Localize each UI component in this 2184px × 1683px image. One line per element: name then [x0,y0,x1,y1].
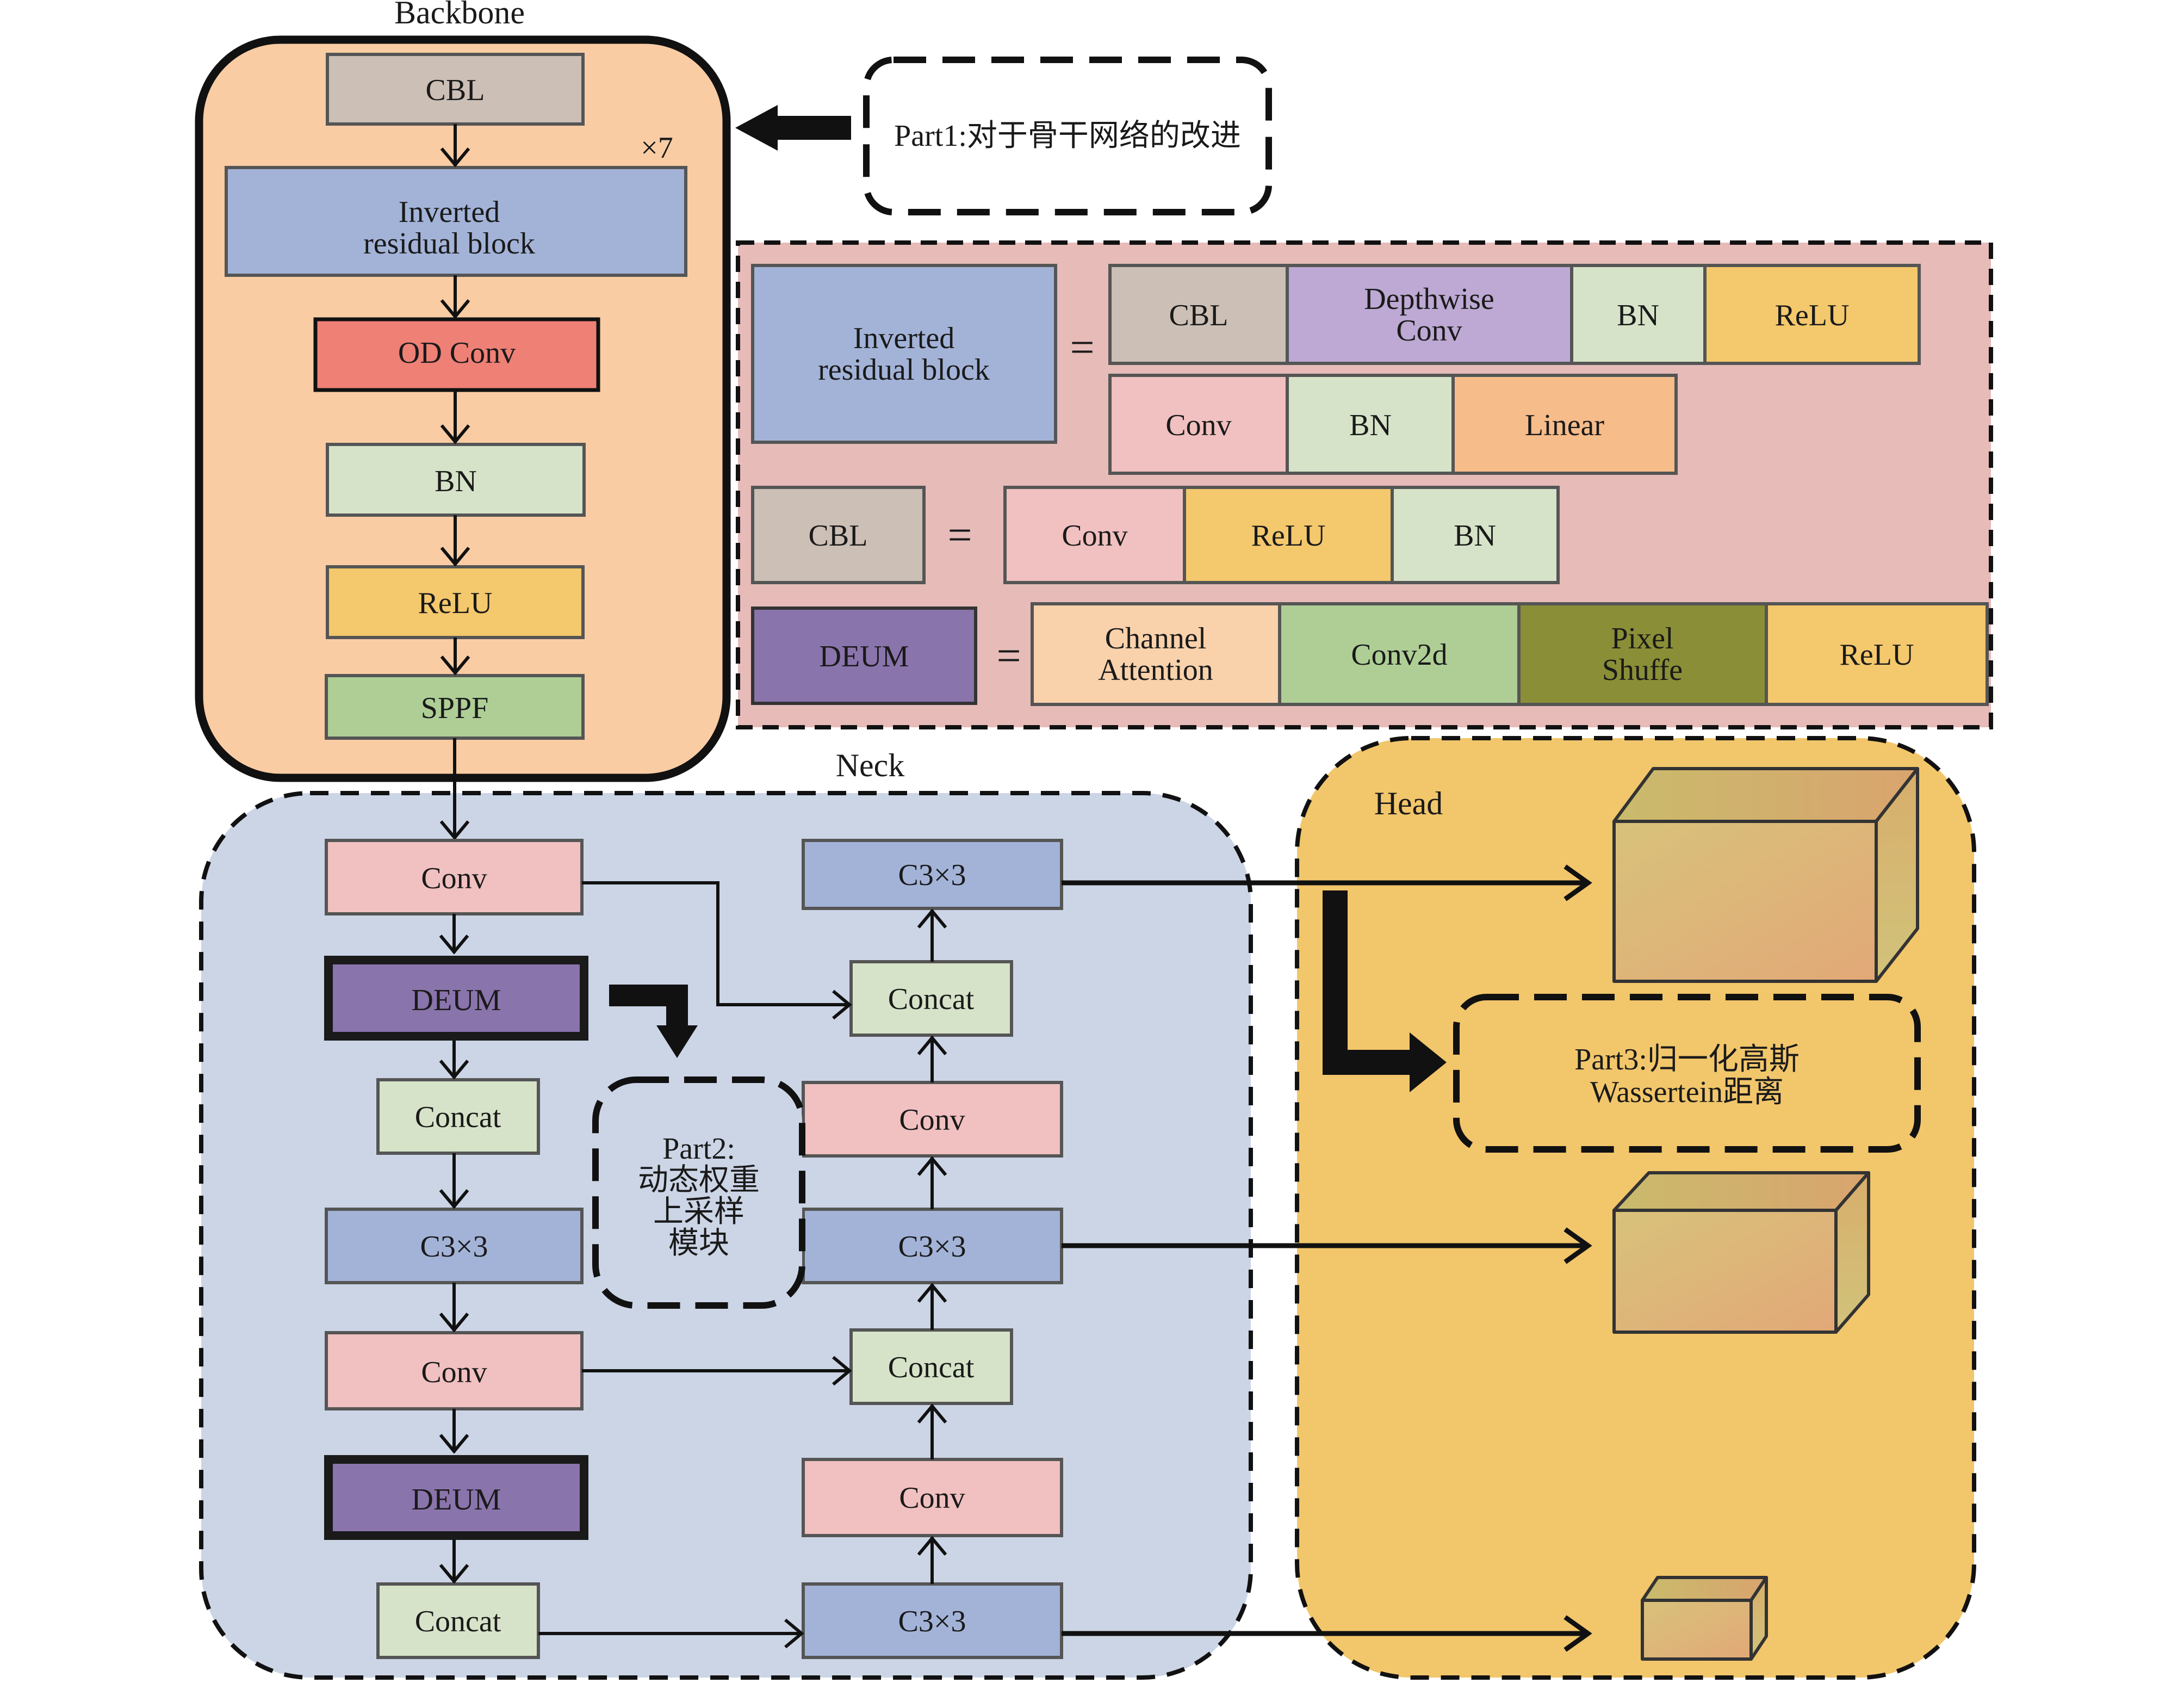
backbone-bn-block: BN [326,443,586,517]
head-cube-small [1641,1576,1768,1661]
backbone-relu-label: ReLU [418,586,493,620]
neck-left-concat-1-label: Concat [415,1100,501,1134]
neck-right-conv-top: Conv [802,1081,1063,1158]
legend-row1b: Conv BN Linear [1108,374,1678,475]
legend-row2-bn: BN [1454,519,1496,553]
legend-row1a-cbl: CBL [1169,299,1228,332]
legend-row1a-depthwise-1: Depthwise [1364,282,1494,316]
part2-label-4: 模块 [668,1227,729,1260]
backbone-cbl-block: CBL [326,53,585,126]
neck-left-deum-1-label: DEUM [412,983,501,1017]
legend-row2-conv: Conv [1062,519,1127,553]
backbone-title: Backbone [394,0,525,30]
backbone-od-conv-block: OD Conv [313,317,600,392]
legend-equals-3: = [996,632,1021,680]
backbone-sppf-label: SPPF [421,691,489,725]
neck-right-concat-mid: Concat [849,1328,1013,1405]
head-cube-medium [1612,1171,1870,1334]
neck-left-c3-1: C3×3 [325,1208,584,1284]
head-cube-large [1612,767,1919,983]
legend-row3-conv2d: Conv2d [1351,638,1447,672]
legend-row3-relu: ReLU [1840,638,1914,672]
legend-row3-ca-1: Channel [1105,622,1207,655]
neck-title: Neck [836,747,905,783]
legend-row3-ps-2: Shuffe [1602,653,1683,687]
legend-row1b-linear: Linear [1525,409,1604,442]
part1-callout-box [863,57,1272,215]
backbone-inverted-label-1: Inverted [399,195,500,229]
legend-row1a-depthwise-2: Conv [1396,314,1462,348]
part1-label: Part1:对于骨干网络的改进 [894,119,1241,153]
part3-label-1: Part3:归一化高斯 [1574,1043,1800,1076]
neck-left-deum-2-label: DEUM [412,1483,501,1517]
part3-callout-box [1453,994,1921,1153]
backbone-arrows [439,124,470,840]
legend-cbl-block: CBL [751,486,926,584]
legend-cbl-label: CBL [809,519,868,553]
legend-deum-block: DEUM [751,607,977,705]
neck-left-concat-2: Concat [376,1582,540,1659]
neck-left-concat-1: Concat [376,1078,540,1155]
legend-row1b-bn: BN [1349,409,1392,442]
neck-right-c3-bot: C3×3 [802,1582,1063,1659]
neck-left-deum-2: DEUM [324,1455,588,1540]
legend-inverted-block: Inverted residual block [751,264,1057,444]
backbone-cbl-label: CBL [426,73,485,107]
head-title: Head [1374,785,1443,821]
legend-row1a-relu: ReLU [1775,299,1850,332]
legend-equals-1: = [1070,324,1094,372]
legend-row3-ca-2: Attention [1098,653,1213,687]
legend-equals-2: = [947,511,972,559]
part2-label-1: Part2: [662,1132,735,1166]
neck-right-c3-mid-label: C3×3 [898,1230,966,1264]
legend-inverted-label-2: residual block [818,353,990,387]
legend-row2-relu: ReLU [1251,519,1326,553]
legend-row1a-bn: BN [1617,299,1659,332]
neck-left-c3-1-label: C3×3 [420,1230,488,1264]
part3-label-2: Wassertein距离 [1590,1075,1784,1109]
neck-right-conv-low-label: Conv [899,1481,965,1515]
neck-left-concat-2-label: Concat [415,1605,501,1638]
part2-label-3: 上采样 [653,1195,744,1229]
neck-right-c3-bot-label: C3×3 [898,1605,966,1638]
legend-row1b-conv: Conv [1165,409,1231,442]
part3-pointer-arrow [1323,890,1447,1092]
neck-left-conv-1-label: Conv [421,862,487,895]
part1-pointer-arrow [735,105,851,151]
legend-deum-label: DEUM [820,640,909,673]
part2-pointer-arrow [609,985,698,1058]
neck-right-concat-top: Concat [849,960,1013,1037]
legend-row1a: CBL Depthwise Conv BN ReLU [1108,264,1921,365]
repeat-label: ×7 [641,131,673,165]
backbone-relu-block: ReLU [326,565,585,639]
neck-right-conv-low: Conv [802,1458,1063,1537]
backbone-inverted-block: Inverted residual block [225,166,687,277]
backbone-inverted-label-2: residual block [363,227,535,261]
neck-right-c3-top: C3×3 [802,839,1063,910]
legend-row3: Channel Attention Conv2d Pixel Shuffe Re… [1031,602,1989,706]
legend-row3-ps-1: Pixel [1611,622,1673,655]
neck-arrows [439,881,947,1649]
neck-right-c3-top-label: C3×3 [898,858,966,892]
neck-right-concat-top-label: Concat [888,982,975,1016]
legend-inverted-label-1: Inverted [853,321,955,355]
backbone-od-conv-label: OD Conv [398,336,516,370]
backbone-sppf-block: SPPF [325,674,585,740]
head-arrows [1062,864,1592,1652]
legend-row2: Conv ReLU BN [1003,486,1560,584]
part2-label-2: 动态权重 [638,1164,760,1197]
neck-left-conv-2-label: Conv [421,1356,487,1389]
neck-right-c3-mid: C3×3 [802,1208,1063,1284]
backbone-bn-label: BN [435,465,477,498]
neck-right-concat-mid-label: Concat [888,1351,975,1384]
neck-right-conv-top-label: Conv [899,1103,965,1137]
part2-callout-box [592,1076,805,1309]
neck-left-deum-1: DEUM [324,956,588,1041]
neck-left-conv-2: Conv [325,1331,584,1410]
neck-left-conv-1: Conv [325,839,584,915]
